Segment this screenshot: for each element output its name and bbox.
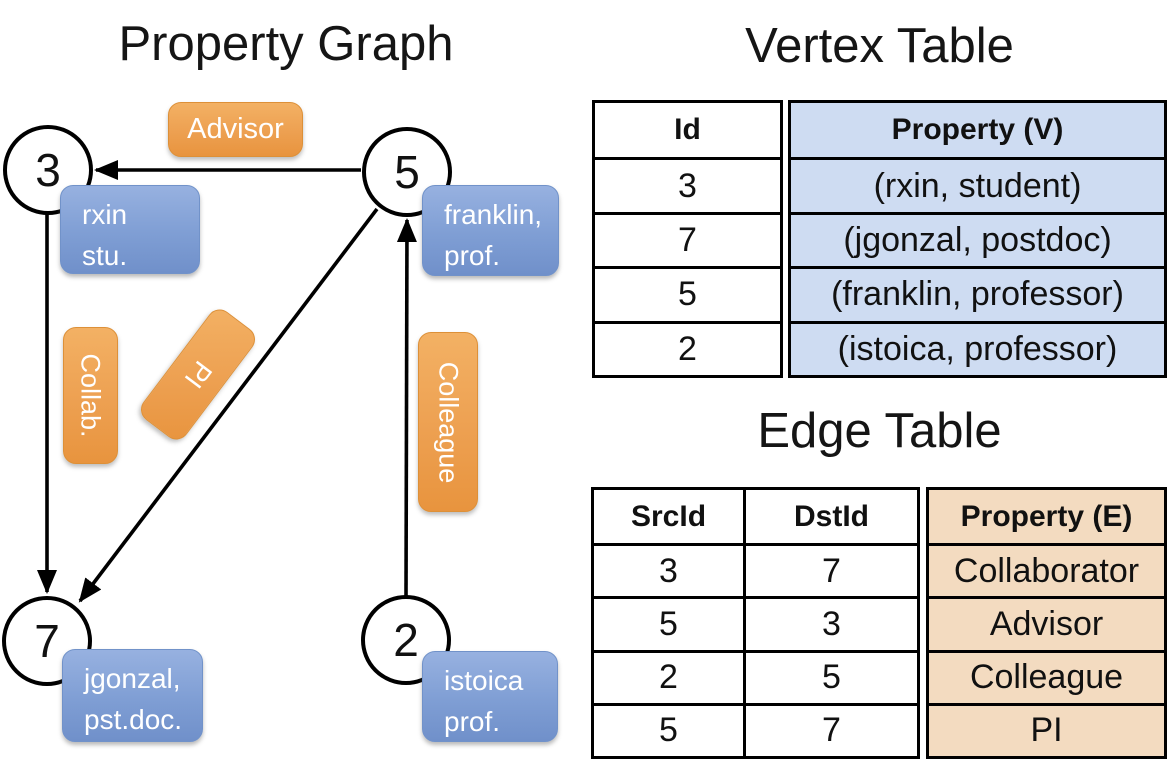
- vertex-property-line: franklin,: [444, 199, 543, 230]
- edge-dstid-cell: 7: [743, 702, 917, 756]
- vertex-id-cell: 7: [595, 211, 780, 266]
- edge-srcid-cell: 5: [594, 596, 743, 649]
- node-id-label: 3: [35, 144, 61, 196]
- vertex-table-id-column: Id 3 7 5 2: [592, 100, 783, 378]
- vertex-id-cell: 3: [595, 157, 780, 211]
- edge-table-header-srcid: SrcId: [630, 499, 707, 533]
- vertex-table-property-column: Property (V) (rxin, student) (jgonzal, p…: [788, 100, 1167, 378]
- edge-dstid-cell: 5: [743, 649, 917, 703]
- edge-arrow-2-to-5: [396, 218, 417, 597]
- vertex-table-header-property: Property (V): [891, 113, 1064, 147]
- edge-dstid-cell: 3: [743, 596, 917, 650]
- edge-table-id-columns: SrcId DstId 3 7 5 3 2 5 5 7: [591, 487, 920, 759]
- graph-node-2: 2: [361, 595, 451, 685]
- vertex-table-title: Vertex Table: [745, 19, 1014, 73]
- vertex-property-line: pst.doc.: [84, 704, 183, 736]
- vertex-property-line: prof.: [444, 240, 501, 272]
- node-id-label: 5: [394, 146, 420, 198]
- vertex-table-header-id: Id: [674, 113, 701, 147]
- edge-srcid-cell: 2: [594, 649, 743, 703]
- edge-table-property-column: Property (E) Collaborator Advisor Collea…: [926, 487, 1167, 759]
- edge-table-header-property: Property (E): [960, 499, 1133, 533]
- vertex-property-line: rxin: [82, 199, 128, 230]
- vertex-id-cell: 2: [595, 320, 780, 375]
- node-id-label: 7: [34, 615, 60, 667]
- edge-label-colleague: Colleague: [418, 332, 478, 512]
- vertex-property-line: jgonzal,: [84, 663, 181, 694]
- vertex-property-line: stu.: [82, 240, 128, 272]
- edge-property-cell: Advisor: [929, 596, 1164, 649]
- graph-node-5: 5: [362, 127, 452, 217]
- vertex-id-cell: 5: [595, 266, 780, 320]
- edge-arrow-5-to-7: [78, 207, 379, 603]
- edge-label-text: Colleague: [433, 361, 464, 483]
- edge-srcid-cell: 3: [594, 543, 743, 596]
- vertex-property-cell: (jgonzal, postdoc): [791, 211, 1164, 266]
- vertex-property-cell: (franklin, professor): [791, 266, 1164, 320]
- vertex-property-box-franklin: franklin, prof.: [422, 185, 559, 276]
- vertex-property-box-rxin: rxin stu.: [60, 185, 200, 274]
- vertex-property-line: prof.: [444, 706, 501, 738]
- edge-label-advisor: Advisor: [168, 102, 303, 157]
- vertex-property-line: istoica: [444, 665, 524, 696]
- vertex-property-box-jgonzal: jgonzal, pst.doc.: [62, 649, 203, 742]
- edge-property-cell: Colleague: [929, 649, 1164, 703]
- edge-label-text: Advisor: [187, 113, 284, 145]
- edge-table-header-dstid: DstId: [743, 490, 917, 544]
- graph-edges-layer: [37, 160, 417, 603]
- vertex-property-cell: (rxin, student): [791, 157, 1164, 211]
- property-graph-title: Property Graph: [118, 17, 454, 71]
- edge-property-cell: PI: [929, 702, 1164, 756]
- edge-property-cell: Collaborator: [929, 543, 1164, 596]
- edge-dstid-cell: 7: [743, 543, 917, 597]
- edge-label-text: PI: [178, 355, 219, 395]
- edge-label-text: Collab.: [76, 353, 107, 438]
- vertex-property-box-istoica: istoica prof.: [422, 651, 558, 742]
- edge-srcid-cell: 5: [594, 702, 743, 756]
- node-id-label: 2: [393, 614, 419, 666]
- vertex-property-cell: (istoica, professor): [791, 320, 1164, 375]
- edge-table-title: Edge Table: [757, 404, 1002, 458]
- edge-label-collab: Collab.: [63, 327, 118, 464]
